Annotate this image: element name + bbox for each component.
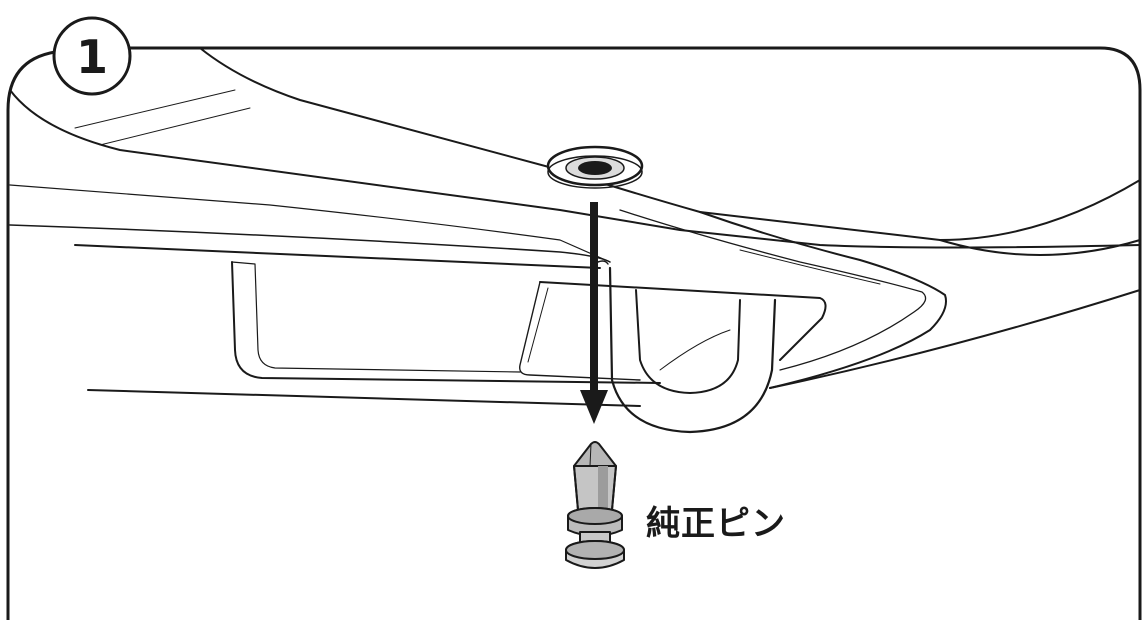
pin-label: 純正ピン <box>646 504 786 544</box>
vehicle-underbody <box>9 47 1141 434</box>
genuine-pin-illustration <box>565 441 625 569</box>
panel-frame <box>6 46 1142 620</box>
grommet-hole <box>546 145 644 189</box>
step-number: 1 <box>76 30 108 84</box>
step-badge: 1 <box>52 16 132 96</box>
insert-direction-arrow <box>580 202 608 424</box>
